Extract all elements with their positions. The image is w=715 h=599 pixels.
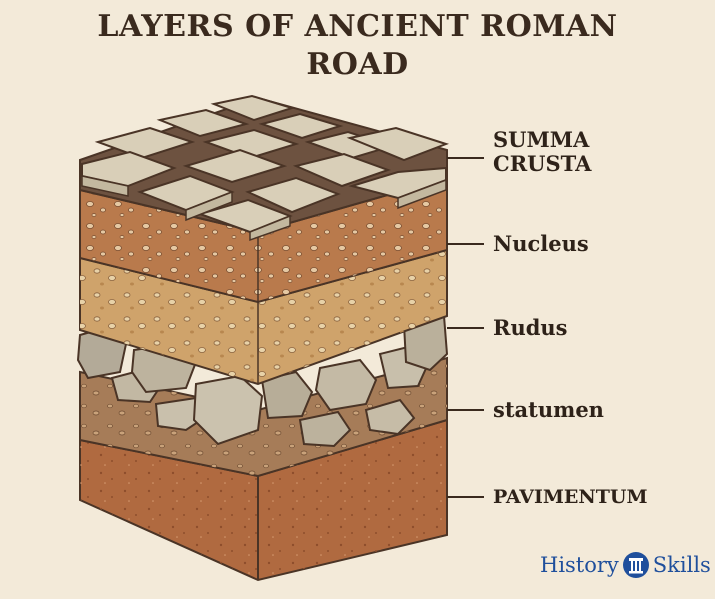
- label-pavimentum-text: PAVIMENTUM: [493, 486, 648, 508]
- layer-rudus: [79, 248, 448, 386]
- layer-nucleus: [79, 176, 448, 304]
- label-pavimentum: PAVIMENTUM: [493, 485, 648, 509]
- label-statumen-text: statumen: [493, 397, 604, 422]
- label-summa-crusta: SUMMA CRUSTA: [493, 128, 591, 176]
- leader-lines: [447, 157, 484, 498]
- label-rudus-text: Rudus: [493, 315, 568, 340]
- logo-word-history: History: [540, 553, 619, 577]
- paving-stone-edges: [81, 175, 447, 242]
- title-line-1: LAYERS OF ANCIENT ROMAN: [97, 9, 618, 44]
- layer-pavimentum: [79, 418, 448, 582]
- boulder-stones: [76, 314, 449, 448]
- label-summa-crusta-line-1: SUMMA: [493, 127, 590, 152]
- label-nucleus: Nucleus: [493, 232, 589, 256]
- logo-word-skills: Skills: [652, 553, 711, 577]
- label-rudus: Rudus: [493, 316, 568, 340]
- layer-summa-crusta: [79, 94, 450, 242]
- history-skills-logo: History Skills: [540, 550, 711, 580]
- label-nucleus-text: Nucleus: [493, 231, 589, 256]
- label-summa-crusta-line-2: CRUSTA: [493, 151, 592, 176]
- label-statumen: statumen: [493, 398, 604, 422]
- title-line-2: ROAD: [306, 47, 409, 82]
- column-icon: [622, 552, 649, 578]
- paving-stones: [81, 94, 450, 234]
- page-title: LAYERS OF ANCIENT ROMAN ROAD: [0, 8, 715, 84]
